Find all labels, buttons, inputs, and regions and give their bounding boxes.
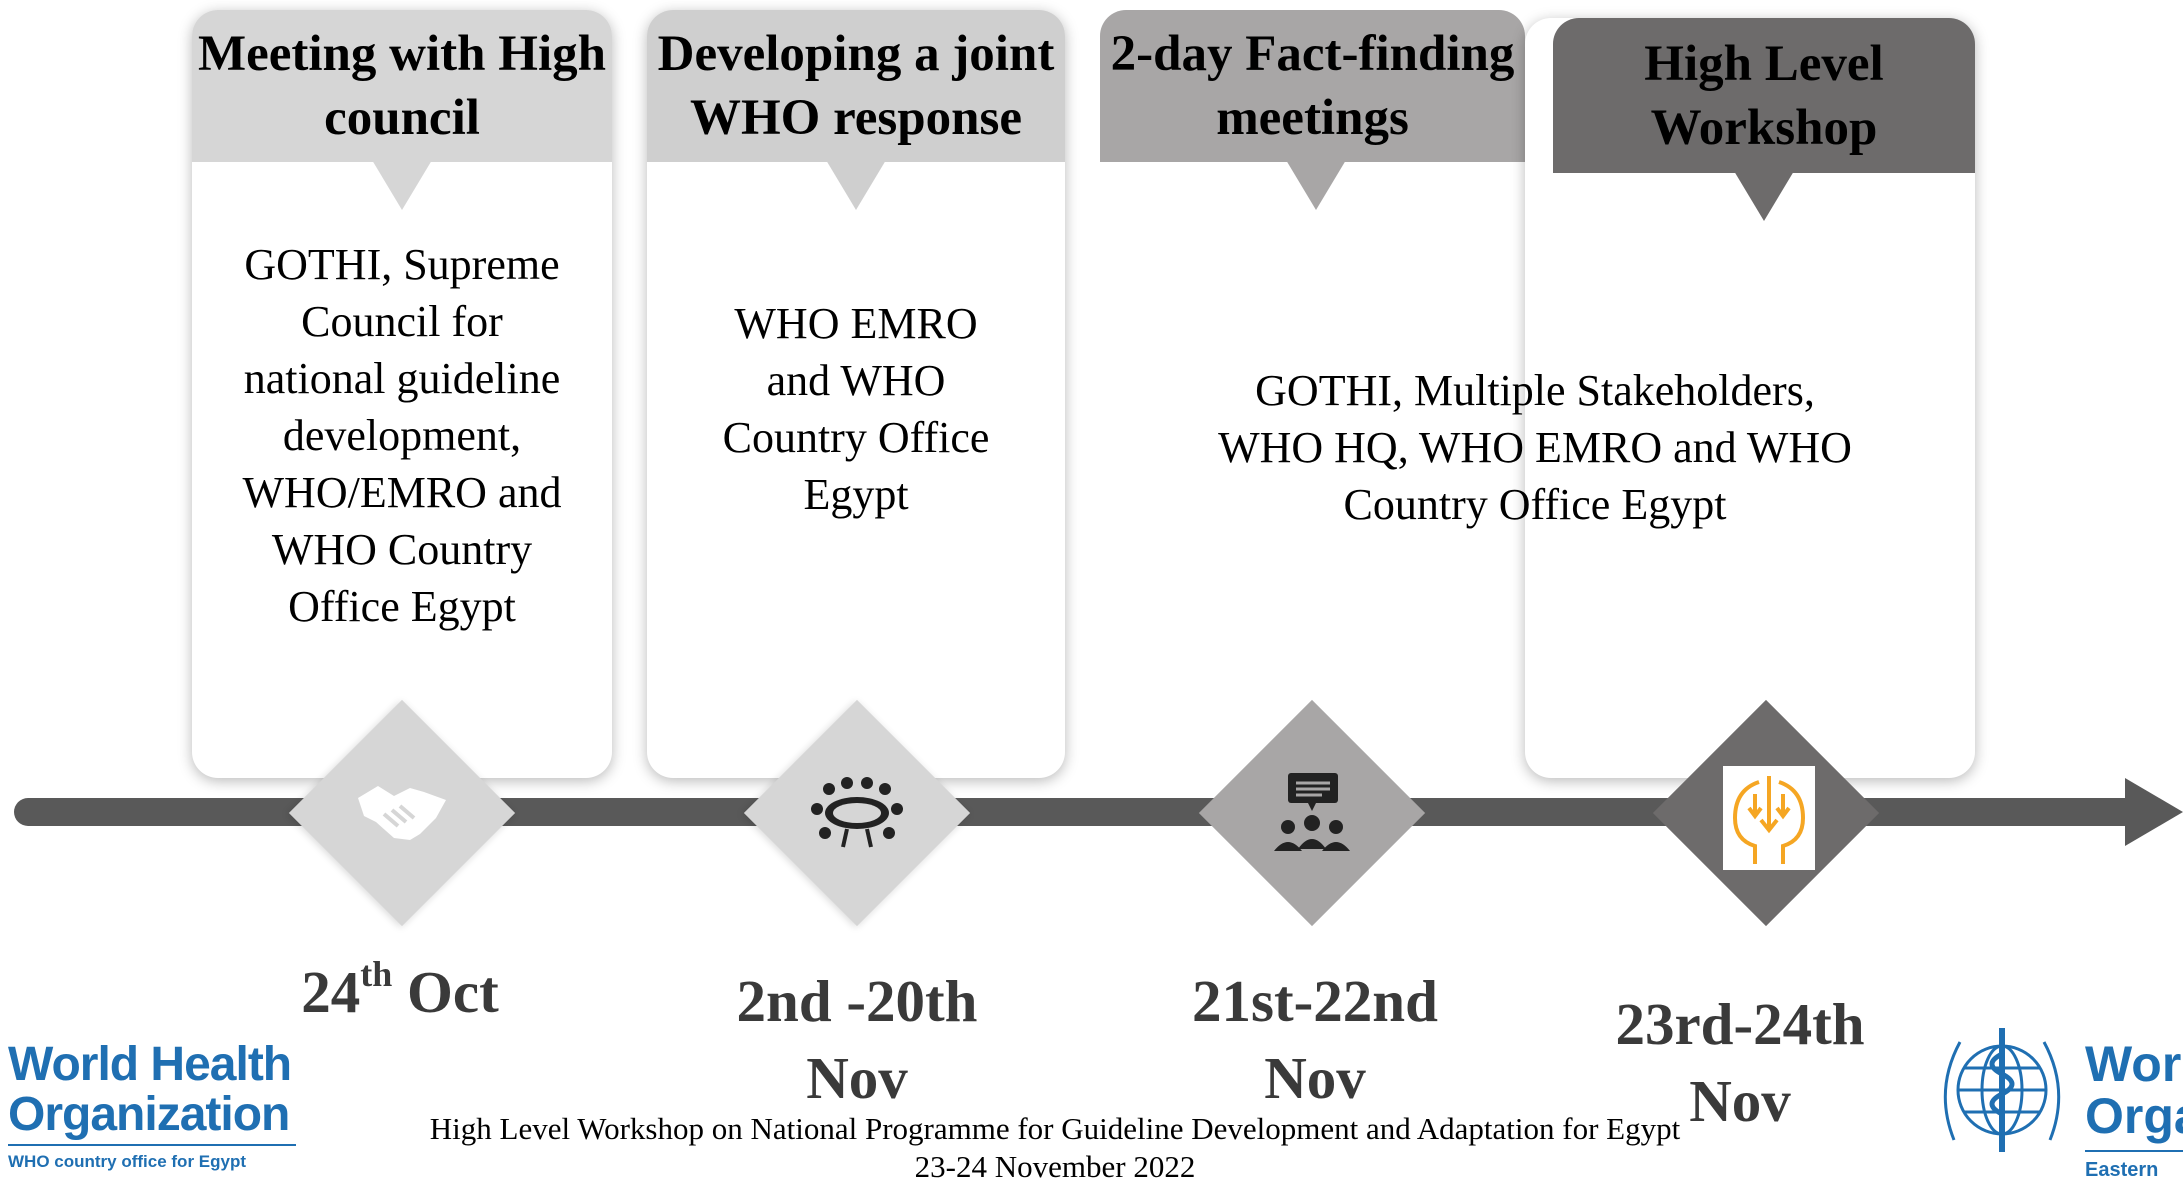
stage-4-header: High Level Workshop — [1553, 18, 1975, 173]
stage-2-date: 2nd -20th Nov — [736, 968, 978, 1111]
timeline-arrowhead-icon — [2125, 778, 2183, 846]
who-logo-left-divider — [8, 1144, 296, 1146]
stage-4-date: 23rd-24th Nov — [1615, 991, 1865, 1134]
footer-event-date: 23-24 November 2022 — [914, 1149, 1196, 1184]
stage-1-participants: GOTHI, Supreme Council for national guid… — [242, 240, 562, 631]
stage-1-date: 24th Oct — [220, 954, 580, 1031]
who-logo-left-line1: World Health — [8, 1038, 292, 1091]
footer-event-title: High Level Workshop on National Programm… — [429, 1111, 1681, 1146]
who-logo-right-divider — [2085, 1150, 2183, 1152]
stage-3-title: 2-day Fact-finding meetings — [1110, 26, 1515, 146]
stage-3-header: 2-day Fact-finding meetings — [1100, 10, 1525, 162]
who-logo-right-line2: Orga — [2085, 1088, 2183, 1144]
stage-1-title: Meeting with High council — [198, 26, 606, 146]
stage-2-pointer — [826, 160, 886, 210]
stage-1-date-suffix: th — [360, 954, 393, 994]
who-logo-left: World Health Organization WHO country of… — [8, 1040, 308, 1179]
stage-4-title: High Level Workshop — [1644, 35, 1884, 156]
stage-1-date-day: 24 — [301, 959, 361, 1025]
stage-2-participants: WHO EMRO and WHO Country Office Egypt — [722, 299, 990, 519]
who-logo-right: World Orga Eastern — [2085, 1038, 2183, 1179]
conference-table-icon — [807, 763, 907, 863]
stage-1-pointer — [372, 160, 432, 210]
group-discussion-icon — [1262, 763, 1362, 863]
who-logo-left-line2: Organization — [8, 1088, 290, 1141]
stage-3-date: 21st-22nd Nov — [1192, 968, 1438, 1111]
stage-2-title: Developing a joint WHO response — [657, 26, 1055, 146]
stages-3-4-participants: GOTHI, Multiple Stakeholders, WHO HQ, WH… — [1218, 366, 1852, 529]
who-logo-left-subtitle: WHO country office for Egypt — [8, 1152, 246, 1171]
stage-4-pointer — [1734, 171, 1794, 221]
who-logo-right-subtitle: Eastern — [2085, 1159, 2159, 1179]
head-arrows-icon — [1723, 766, 1815, 870]
stage-3-pointer — [1286, 160, 1346, 210]
stage-2-header: Developing a joint WHO response — [647, 10, 1065, 162]
who-emblem-icon — [1943, 1028, 2061, 1152]
who-logo-right-line1: World — [2085, 1038, 2183, 1092]
handshake-icon — [352, 763, 452, 863]
stage-1-date-month: Oct — [392, 959, 499, 1025]
stage-1-header: Meeting with High council — [192, 10, 612, 162]
